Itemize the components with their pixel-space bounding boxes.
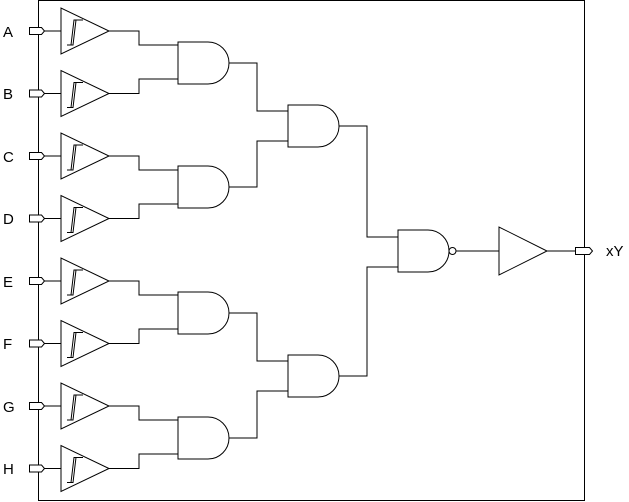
inversion-bubble bbox=[448, 247, 457, 255]
input-label-e: E bbox=[3, 274, 13, 291]
input-stage-e bbox=[29, 257, 111, 305]
hysteresis-icon bbox=[67, 332, 83, 358]
hysteresis-icon bbox=[67, 19, 83, 46]
input-label-d: D bbox=[3, 211, 14, 228]
output-pin bbox=[575, 247, 594, 255]
stage1-wires bbox=[109, 30, 178, 469]
hysteresis-icon bbox=[67, 207, 83, 233]
and-gate-ef bbox=[177, 291, 230, 335]
input-label-b: B bbox=[3, 86, 13, 103]
input-pin-e bbox=[29, 277, 46, 285]
input-stage-d bbox=[29, 194, 111, 243]
input-label-h: H bbox=[3, 461, 14, 478]
input-pin-f bbox=[29, 339, 46, 348]
hysteresis-icon bbox=[67, 144, 83, 171]
input-label-g: G bbox=[3, 399, 15, 416]
input-labels: A B C D E F G H bbox=[3, 24, 15, 478]
input-pin-c bbox=[29, 152, 46, 160]
input-pin-b bbox=[29, 89, 46, 98]
and-gate-efgh bbox=[287, 354, 340, 398]
input-stage-h bbox=[29, 444, 111, 493]
input-stage-a bbox=[29, 7, 111, 55]
input-stage-g bbox=[29, 382, 111, 430]
hysteresis-icon bbox=[67, 82, 83, 108]
hysteresis-icon bbox=[67, 269, 83, 296]
and-gate-cd bbox=[177, 165, 230, 209]
input-label-c: C bbox=[3, 149, 14, 166]
hysteresis-icon bbox=[67, 394, 83, 421]
input-pin-a bbox=[29, 27, 46, 35]
input-stage-f bbox=[29, 319, 111, 368]
input-pin-h bbox=[29, 464, 46, 473]
nand-gate bbox=[397, 229, 450, 273]
stage3-wires bbox=[339, 125, 398, 377]
and-gate-abcd bbox=[287, 104, 340, 148]
output-buffer bbox=[498, 226, 549, 276]
output-label: xY bbox=[606, 243, 624, 260]
input-pin-d bbox=[29, 214, 46, 223]
input-stage-b bbox=[29, 69, 111, 118]
input-stage-c bbox=[29, 132, 111, 180]
stage2-wires bbox=[229, 62, 288, 439]
hysteresis-icon bbox=[67, 457, 83, 483]
input-label-a: A bbox=[3, 24, 13, 41]
and-gate-ab bbox=[177, 41, 230, 85]
and-gate-gh bbox=[177, 416, 230, 460]
input-pin-g bbox=[29, 402, 46, 410]
input-label-f: F bbox=[3, 336, 12, 353]
